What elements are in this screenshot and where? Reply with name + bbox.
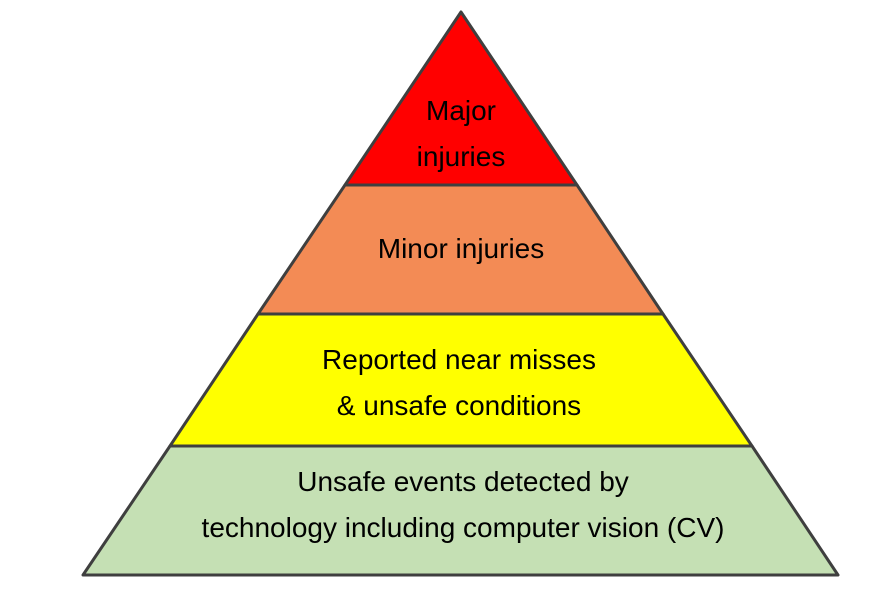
tier-label-line: Minor injuries xyxy=(377,233,545,264)
tier-label-line: Major xyxy=(425,95,497,126)
tier-unsafe-events-shape xyxy=(81,444,840,577)
tier-label-line: Reported near misses xyxy=(322,344,596,375)
tier-label-line: technology including computer vision (CV… xyxy=(201,512,725,543)
tier-major-injuries-label: Major injuries xyxy=(417,88,506,180)
tier-near-misses-label: Reported near misses & unsafe conditions xyxy=(322,337,596,429)
tier-label-line: injuries xyxy=(416,141,506,172)
tier-unsafe-events-label: Unsafe events detected by technology inc… xyxy=(202,459,725,551)
tier-minor-injuries-label: Minor injuries xyxy=(378,226,545,272)
tier-label-line: & unsafe conditions xyxy=(336,390,582,421)
tier-label-line: Unsafe events detected by xyxy=(297,466,629,497)
